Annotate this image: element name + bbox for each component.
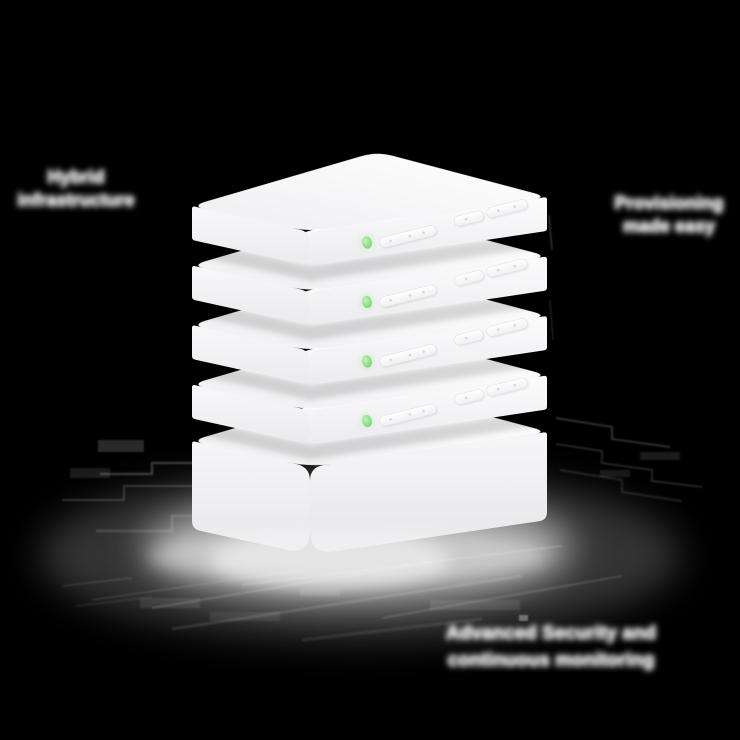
unit-cast-shadow <box>192 290 547 341</box>
unit-cast-shadow <box>192 409 547 460</box>
server-unit <box>192 153 547 265</box>
led-dot <box>362 295 372 309</box>
device-face-left <box>192 385 310 443</box>
port-slot <box>486 318 529 338</box>
port-slot-pill <box>486 318 528 337</box>
port-slot-dot <box>408 413 412 416</box>
port-slot-pill <box>453 210 485 227</box>
port-slot-dot <box>464 336 468 340</box>
device-face-left <box>192 441 310 551</box>
label-line: Provisioning <box>614 193 724 213</box>
port-slot-dot <box>464 277 468 281</box>
unit-cast-shadow <box>192 231 547 281</box>
label-bottom: Advanced Security and continuous monitor… <box>432 620 670 674</box>
floor-light-wash <box>148 531 548 583</box>
port-slot-dot <box>513 205 517 208</box>
device-face-front <box>310 432 547 552</box>
device-top-edge-highlight <box>198 332 541 409</box>
base-bottom-wash <box>148 531 548 583</box>
port-slot-dot <box>389 299 392 302</box>
port-slot-dot <box>422 350 425 353</box>
port-slot-pill <box>453 270 485 286</box>
port-slot-dot <box>422 409 425 413</box>
floor-trace <box>640 452 680 460</box>
device-face-left <box>192 325 310 384</box>
port-slot-dot <box>422 290 425 294</box>
label-line: made easy <box>622 216 716 236</box>
floor-trace <box>549 299 554 341</box>
label-top-right: Provisioning made easy <box>596 192 740 238</box>
port-slot <box>379 225 438 249</box>
floor-trace <box>559 468 683 503</box>
device-top-edge-highlight <box>198 388 541 466</box>
label-line: infrastructure <box>17 190 135 210</box>
device-face-left <box>192 206 310 265</box>
port-slot-dot <box>464 396 468 400</box>
port-slot-dot <box>513 264 517 268</box>
port-slot-pill <box>486 258 528 278</box>
device-face-left <box>192 266 310 324</box>
port-slot <box>453 329 485 347</box>
port-slot <box>379 344 438 368</box>
port-slot-pill <box>486 377 528 397</box>
label-line: Advanced Security and <box>445 623 657 644</box>
port-slot-dot <box>513 324 517 327</box>
port-slot <box>486 199 529 219</box>
port-slot-pill <box>379 403 437 427</box>
status-led-icon <box>359 353 375 370</box>
port-slot-dot <box>408 294 412 297</box>
port-slot-dot <box>389 358 392 362</box>
port-slot-dot <box>513 383 517 387</box>
device-top-edge-highlight <box>198 153 541 231</box>
port-slot-pill <box>453 389 485 405</box>
device-top-edge-highlight <box>198 272 541 350</box>
port-slot <box>453 389 485 406</box>
port-slot-dot <box>464 217 468 221</box>
led-dot <box>362 355 372 368</box>
floor-trace <box>555 417 671 448</box>
led-dot <box>362 236 372 249</box>
port-slot-dot <box>422 231 425 234</box>
port-slot-pill <box>379 284 437 308</box>
unit-cast-shadow <box>192 350 547 400</box>
port-slot-dot <box>408 234 412 238</box>
label-top-left: Hybrid infrastructure <box>0 166 152 212</box>
port-slot <box>453 210 485 228</box>
port-slot-dot <box>496 209 500 212</box>
status-led-icon <box>359 234 375 251</box>
floor-trace <box>70 468 110 478</box>
port-slot <box>379 284 438 309</box>
port-slot-pill <box>379 344 437 367</box>
port-slot-pill <box>453 329 485 346</box>
floor-trace <box>555 443 703 488</box>
floor-trace <box>548 214 553 251</box>
port-slot-pill <box>379 225 437 248</box>
port-slot <box>379 403 438 428</box>
port-slot-dot <box>496 387 500 391</box>
port-slot-dot <box>408 353 412 357</box>
label-line: continuous monitoring <box>447 650 655 671</box>
port-slot-dot <box>389 418 392 421</box>
led-dot <box>362 414 372 428</box>
device-stack <box>192 153 547 552</box>
port-slot-dot <box>496 328 500 331</box>
port-slot-dot <box>496 268 500 272</box>
status-led-icon <box>359 294 375 310</box>
floor-trace <box>600 470 630 477</box>
port-slot-dot <box>389 239 392 243</box>
port-slot <box>486 258 529 279</box>
port-slot-pill <box>486 199 528 218</box>
port-slot <box>453 270 485 287</box>
port-slot <box>486 377 529 398</box>
label-line: Hybrid <box>47 167 105 187</box>
status-led-icon <box>359 413 375 429</box>
device-top-edge-highlight <box>198 213 541 290</box>
floor-trace <box>98 440 144 452</box>
